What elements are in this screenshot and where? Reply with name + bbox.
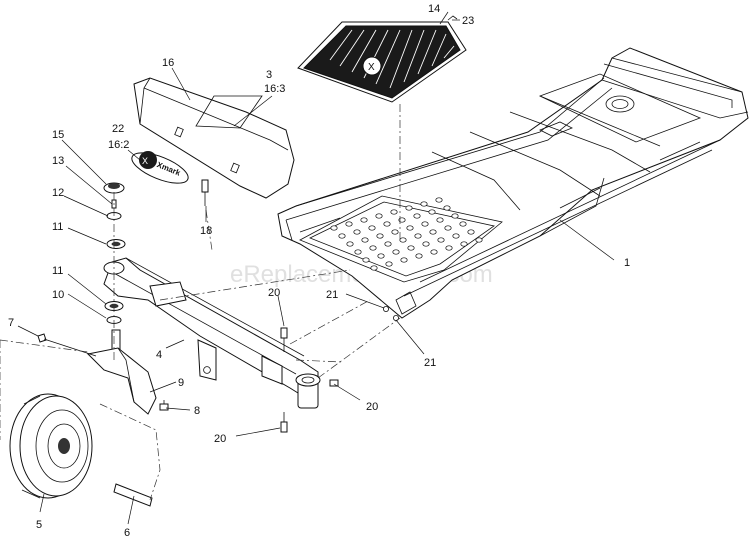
callout-14: 14 xyxy=(428,3,440,15)
seat-pan-hole xyxy=(428,209,436,215)
callout-21-lower: 21 xyxy=(424,357,436,369)
seat-pan-hole xyxy=(420,201,428,207)
seat-pan-hole xyxy=(406,225,414,231)
seat-pan-hole xyxy=(392,249,400,255)
callout-16: 16 xyxy=(162,57,174,69)
seat-pan-hole xyxy=(375,213,383,219)
callout-13: 13 xyxy=(52,155,64,167)
seat-pan-hole xyxy=(429,229,437,235)
callout-9: 9 xyxy=(178,377,184,389)
seat-pan-hole xyxy=(475,237,483,243)
assembly-lines xyxy=(0,192,401,501)
seat-pan-holes xyxy=(330,197,483,271)
callout-20-right: 20 xyxy=(366,401,378,413)
callout-20-bottom: 20 xyxy=(214,433,226,445)
seat-pan-hole xyxy=(376,233,384,239)
seat-pan-hole xyxy=(445,245,453,251)
seat-pan-hole xyxy=(361,237,369,243)
seat-pan-hole xyxy=(362,257,370,263)
seat-pan-hole xyxy=(430,249,438,255)
front-axle xyxy=(103,257,321,409)
axle-bolt xyxy=(37,333,97,357)
seat-pan-hole xyxy=(460,241,468,247)
seat-pan-hole xyxy=(405,205,413,211)
seat-pan-hole xyxy=(437,237,445,243)
seat-pan-hole xyxy=(383,221,391,227)
callout-7: 7 xyxy=(8,317,14,329)
callout-8: 8 xyxy=(194,405,200,417)
callout-3-sub: 16:3 xyxy=(264,83,285,95)
mounting-bolts xyxy=(280,327,339,433)
callout-12: 12 xyxy=(52,187,64,199)
seat-pan-hole xyxy=(390,209,398,215)
seat-pan-hole xyxy=(370,265,378,271)
callout-11-upper: 11 xyxy=(52,221,63,233)
seat-pan-hole xyxy=(391,229,399,235)
seat-pan-hole xyxy=(399,237,407,243)
seat-pan-hole xyxy=(384,241,392,247)
caster-bolt xyxy=(159,400,169,411)
seat-pan-hole xyxy=(360,217,368,223)
callout-22: 22 xyxy=(112,123,124,135)
seat-pan-hole xyxy=(407,245,415,251)
callout-22-sub: 16:2 xyxy=(108,139,129,151)
seat-pan-hole xyxy=(467,229,475,235)
callout-4: 4 xyxy=(156,349,162,361)
callout-5: 5 xyxy=(36,519,42,531)
front-shroud xyxy=(133,77,295,199)
callout-1: 1 xyxy=(624,257,630,269)
seat-pan-hole xyxy=(451,213,459,219)
callout-11-lower: 11 xyxy=(52,265,63,277)
callout-3: 3 xyxy=(266,69,272,81)
seat-pan-hole xyxy=(422,241,430,247)
callout-6: 6 xyxy=(124,527,130,539)
seat-pan-hole xyxy=(459,221,467,227)
seat-pan-hole xyxy=(398,217,406,223)
callout-23: 23 xyxy=(462,15,474,27)
wheel-spacer xyxy=(113,483,153,507)
leader-lines xyxy=(17,11,615,525)
seat-pan-hole xyxy=(377,253,385,259)
seat-pan-hole xyxy=(413,213,421,219)
seat-pan-hole xyxy=(443,205,451,211)
callout-labels: 1 3 16:3 4 5 6 7 8 9 10 11 11 12 13 14 1… xyxy=(8,3,630,539)
floor-mat: X xyxy=(297,21,467,103)
seat-pan-hole xyxy=(452,233,460,239)
seat-pan-hole xyxy=(369,245,377,251)
caster-wheel xyxy=(9,393,93,499)
bolt xyxy=(201,179,209,206)
callout-10: 10 xyxy=(52,289,64,301)
callout-20-top: 20 xyxy=(268,287,280,299)
callout-21-upper: 21 xyxy=(326,289,338,301)
seat-pan-hole xyxy=(368,225,376,231)
clip xyxy=(447,15,458,21)
seat-pan-hole xyxy=(385,261,393,267)
seat-pan-hole xyxy=(354,249,362,255)
seat-pan-hole xyxy=(414,233,422,239)
callout-18: 18 xyxy=(200,225,212,237)
seat-pan-hole xyxy=(338,233,346,239)
seat-pan-hole xyxy=(346,241,354,247)
svg-text:X: X xyxy=(142,156,148,166)
bearing-stack xyxy=(103,182,126,324)
svg-text:X: X xyxy=(368,62,375,73)
seat-pan-hole xyxy=(444,225,452,231)
seat-pan-hole xyxy=(415,253,423,259)
seat-pan-hole xyxy=(330,225,338,231)
seat-pan-hole xyxy=(435,197,443,203)
seat-pan-hole xyxy=(436,217,444,223)
caster-fork xyxy=(86,329,157,415)
callout-15: 15 xyxy=(52,129,64,141)
seat-pan-hole xyxy=(353,229,361,235)
decal xyxy=(195,95,263,129)
seat-pan-hole xyxy=(421,221,429,227)
seat-pan-hole xyxy=(345,221,353,227)
seat-pan-hole xyxy=(400,257,408,263)
logo-decal: X Xmark xyxy=(131,151,189,184)
